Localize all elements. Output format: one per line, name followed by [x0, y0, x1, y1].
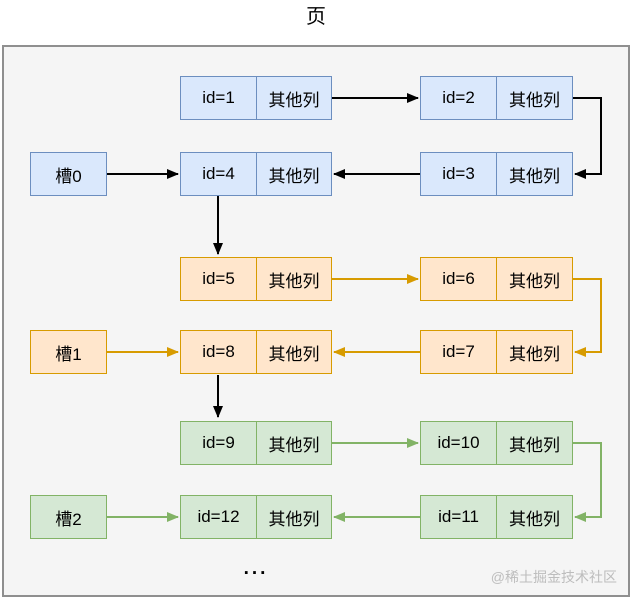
slot-box-1: 槽1: [30, 330, 107, 374]
record-other-cell: 其他列: [509, 90, 560, 110]
record-id-cell: id=1: [181, 77, 257, 119]
record-box-id-7: id=7 其他列: [420, 330, 573, 374]
record-box-id-6: id=6 其他列: [420, 257, 573, 301]
record-other-cell: 其他列: [268, 435, 320, 455]
record-box-id-12: id=12 其他列: [180, 495, 332, 539]
record-id-cell: id=9: [181, 422, 257, 464]
record-other-cell: 其他列: [268, 344, 320, 364]
record-id-cell: id=2: [421, 77, 497, 119]
ellipsis-text: ...: [243, 558, 269, 579]
record-id-cell: id=5: [181, 258, 257, 300]
record-other-cell: 其他列: [268, 90, 320, 110]
record-box-id-5: id=5 其他列: [180, 257, 332, 301]
record-id-cell: id=11: [421, 496, 497, 538]
record-box-id-9: id=9 其他列: [180, 421, 332, 465]
record-id-cell: id=8: [181, 331, 257, 373]
record-other-cell: 其他列: [509, 271, 560, 291]
record-other-cell: 其他列: [509, 509, 560, 529]
record-box-id-3: id=3 其他列: [420, 152, 573, 196]
record-id-cell: id=3: [421, 153, 497, 195]
page-title: 页: [306, 6, 326, 28]
record-box-id-2: id=2 其他列: [420, 76, 573, 120]
slot-box-2: 槽2: [30, 495, 107, 539]
record-id-cell: id=7: [421, 331, 497, 373]
record-box-id-8: id=8 其他列: [180, 330, 332, 374]
watermark: @稀土掘金技术社区: [490, 569, 617, 585]
record-other-cell: 其他列: [268, 271, 320, 291]
record-id-cell: id=12: [181, 496, 257, 538]
record-box-id-4: id=4 其他列: [180, 152, 332, 196]
record-other-cell: 其他列: [509, 166, 560, 186]
record-other-cell: 其他列: [268, 166, 320, 186]
record-other-cell: 其他列: [509, 344, 560, 364]
record-other-cell: 其他列: [509, 435, 560, 455]
record-box-id-11: id=11 其他列: [420, 495, 573, 539]
record-id-cell: id=10: [421, 422, 497, 464]
record-id-cell: id=6: [421, 258, 497, 300]
slot-box-0: 槽0: [30, 152, 107, 196]
record-box-id-1: id=1 其他列: [180, 76, 332, 120]
record-other-cell: 其他列: [268, 509, 320, 529]
record-box-id-10: id=10 其他列: [420, 421, 573, 465]
record-id-cell: id=4: [181, 153, 257, 195]
